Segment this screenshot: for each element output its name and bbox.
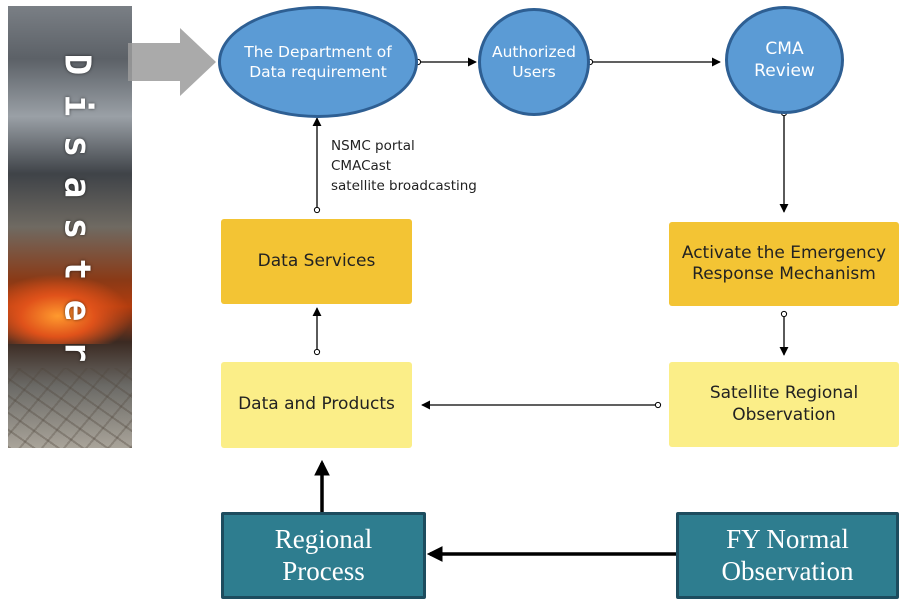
node-data-services: Data Services [221, 219, 412, 304]
arrow-satellite-to-products [421, 400, 662, 410]
cracked-earth-graphic [8, 368, 132, 448]
node-data-services-label: Data Services [257, 250, 376, 271]
node-satellite-regional-observation: Satellite Regional Observation [669, 362, 899, 447]
big-grey-arrow [128, 28, 216, 96]
node-data-products-label: Data and Products [238, 394, 395, 415]
node-data-and-products: Data and Products [221, 362, 412, 448]
node-fy-label: FY Normal Observation [721, 524, 854, 586]
fire-graphic [8, 274, 132, 344]
channel-list: NSMC portal CMACast satellite broadcasti… [331, 136, 477, 196]
arrow-activate-to-satellite [779, 310, 789, 356]
channel-nsmc-portal: NSMC portal [331, 138, 415, 154]
node-cma-review-label: CMA Review [754, 38, 815, 81]
arrow-users-to-cma [586, 57, 721, 67]
node-activate-label: Activate the Emergency Response Mechanis… [681, 242, 887, 284]
channel-cmacast: CMACast [331, 158, 392, 174]
arrow-cma-to-activate [779, 109, 789, 213]
node-regional-process: Regional Process [221, 512, 426, 599]
node-fy-normal-observation: FY Normal Observation [676, 512, 899, 599]
node-department-label: The Department of Data requirement [244, 42, 392, 81]
node-regional-process-label: Regional Process [274, 524, 373, 586]
node-activate-emergency-response: Activate the Emergency Response Mechanis… [669, 222, 899, 306]
arrow-dept-to-users [414, 57, 477, 67]
node-cma-review: CMA Review [725, 6, 844, 114]
arrow-services-to-dept [312, 117, 322, 214]
node-department-data-requirement: The Department of Data requirement [218, 6, 418, 118]
node-satellite-label: Satellite Regional Observation [709, 383, 859, 425]
channel-satellite-broadcasting: satellite broadcasting [331, 178, 477, 194]
node-authorized-users: Authorized Users [478, 8, 590, 116]
arrow-products-to-services [312, 307, 322, 356]
node-authorized-users-label: Authorized Users [491, 42, 576, 81]
